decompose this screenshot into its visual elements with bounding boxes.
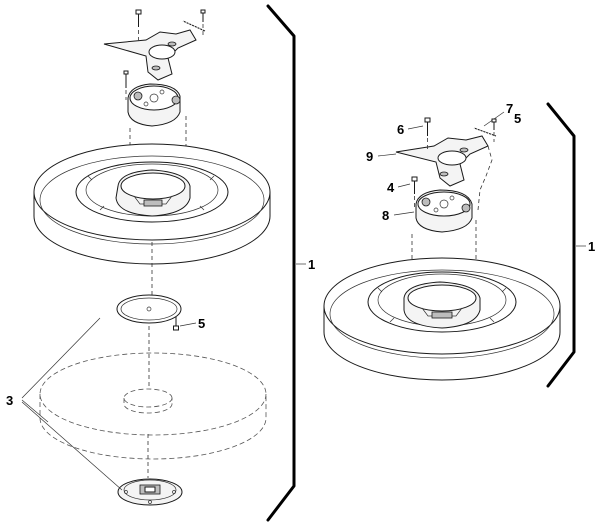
callout-right-assembly: 1 bbox=[588, 239, 595, 254]
left-hub bbox=[127, 83, 181, 127]
callout-right-spring: 7 bbox=[506, 101, 513, 116]
callout-right-retainer-bolt: 4 bbox=[387, 180, 395, 195]
right-blade bbox=[395, 135, 489, 187]
left-spring bbox=[182, 20, 206, 32]
left-blade bbox=[103, 29, 197, 81]
callout-right-hub: 8 bbox=[382, 208, 389, 223]
callout-left-assembly: 1 bbox=[308, 257, 315, 272]
callout-right-blade: 9 bbox=[366, 149, 373, 164]
left-center-disc bbox=[116, 294, 182, 324]
left-hub-screw bbox=[123, 70, 129, 88]
right-assembly: 6 7 5 9 4 bbox=[323, 101, 595, 388]
callout-right-bolt: 6 bbox=[397, 122, 404, 137]
left-assembly-bracket bbox=[266, 4, 296, 522]
callout-right-screw: 5 bbox=[514, 111, 521, 126]
left-top-screw-b bbox=[200, 9, 206, 22]
right-hub bbox=[415, 189, 473, 233]
callout-left-pad-parts: 3 bbox=[6, 393, 13, 408]
right-bolt bbox=[424, 117, 431, 136]
left-bottom-screw bbox=[173, 317, 179, 331]
left-driver-ring bbox=[33, 143, 271, 265]
left-assembly: 5 3 1 bbox=[6, 4, 315, 522]
right-assembly-bracket bbox=[546, 102, 576, 388]
left-top-screw-a bbox=[135, 9, 142, 27]
right-spring bbox=[473, 127, 497, 137]
right-driver-ring bbox=[323, 257, 561, 381]
right-top-screw bbox=[491, 118, 497, 130]
right-retainer-bolt bbox=[411, 176, 418, 194]
callout-left-screw: 5 bbox=[198, 316, 205, 331]
left-pad-center bbox=[117, 478, 183, 506]
left-pad-ghost bbox=[39, 352, 267, 460]
